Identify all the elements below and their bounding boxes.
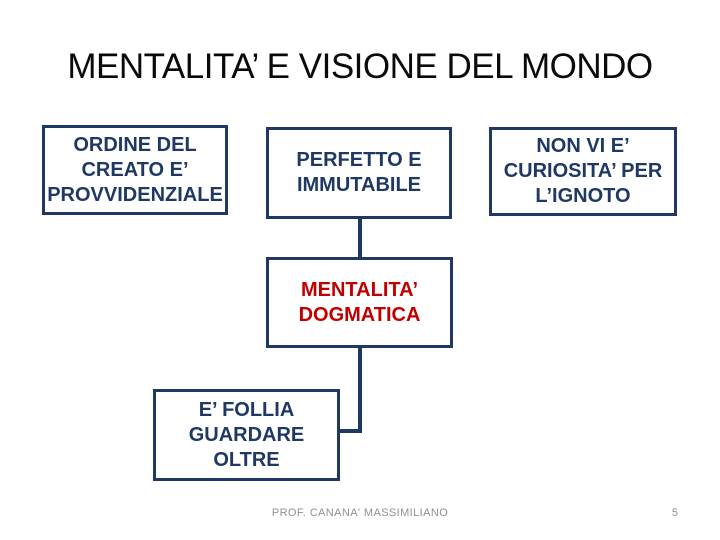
box-text-line: ORDINE DEL — [73, 133, 197, 156]
slide-number: 5 — [671, 507, 678, 519]
box-text-line: DOGMATICA — [298, 303, 421, 326]
connector-perfetto-to-mentalita — [358, 217, 362, 259]
box-ordine-del-creato: ORDINE DEL CREATO E’ PROVVIDENZIALE — [42, 125, 228, 215]
box-mentalita-dogmatica: MENTALITA’ DOGMATICA — [266, 257, 453, 348]
box-text-line: PROVVIDENZIALE — [47, 183, 223, 206]
footer-author: PROF. CANANA' MASSIMILIANO — [271, 507, 449, 519]
box-non-vi-curiosita: NON VI E’ CURIOSITA’ PER L’IGNOTO — [489, 127, 677, 216]
box-text-line: NON VI E’ — [536, 135, 630, 157]
box-text-line: MENTALITA’ — [300, 278, 419, 301]
box-text-line: PERFETTO E — [296, 149, 422, 171]
box-text-line: IMMUTABILE — [296, 174, 422, 196]
connector-mentalita-to-follia-vertical — [358, 348, 362, 433]
box-text-line: CREATO E’ — [81, 158, 189, 181]
box-text-line: CURIOSITA’ PER — [503, 160, 663, 182]
connector-mentalita-to-follia-horizontal — [340, 429, 362, 433]
box-text-line: GUARDARE — [188, 423, 305, 446]
box-text-line: E’ FOLLIA — [198, 398, 295, 421]
box-text-line: L’IGNOTO — [535, 185, 631, 207]
box-text-line: OLTRE — [213, 448, 280, 471]
box-perfetto-immutabile: PERFETTO E IMMUTABILE — [266, 127, 452, 219]
slide-title: MENTALITA’ E VISIONE DEL MONDO — [67, 47, 653, 86]
box-e-follia-guardare-oltre: E’ FOLLIA GUARDARE OLTRE — [153, 389, 340, 481]
